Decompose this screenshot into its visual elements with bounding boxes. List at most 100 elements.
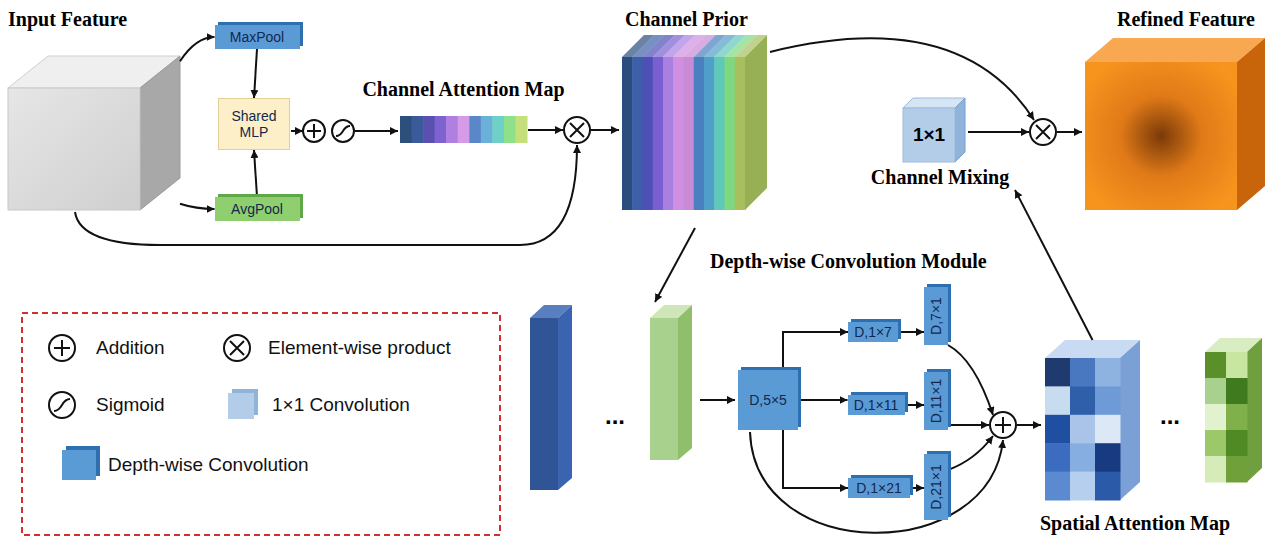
box-label: D,21×1	[928, 464, 944, 510]
map-cell	[1095, 386, 1121, 415]
prior-side	[745, 35, 767, 210]
strip-cell	[458, 116, 470, 143]
module-title: Depth-wise Convolution Module	[710, 250, 987, 273]
connector	[905, 404, 925, 406]
legend-sigmoid-symbol	[49, 392, 75, 418]
input-feature: Input Feature	[8, 55, 180, 210]
prior-stripe	[663, 57, 674, 210]
connector	[254, 150, 257, 197]
depthwise-conv-box: D,21×1	[924, 454, 948, 520]
ellipsis: ...	[1160, 402, 1180, 430]
depthwise-conv-box: D,11×1	[924, 372, 948, 430]
depthwise-conv-box: D,1×21	[848, 478, 910, 498]
connector	[783, 332, 848, 370]
ellipsis: ...	[605, 402, 625, 430]
box-label: D,7×1	[928, 297, 944, 335]
node-heading: Channel Attention Map	[362, 78, 564, 101]
avgpool-box: AvgPool	[215, 197, 300, 221]
legend-label: Sigmoid	[96, 394, 165, 416]
map-cell	[1205, 430, 1227, 457]
strip-cell	[469, 116, 481, 143]
prior-stripe	[735, 57, 746, 210]
prior-stripe	[694, 57, 705, 210]
strip-cell	[400, 116, 412, 143]
prior-stripe	[725, 57, 736, 210]
map-cell	[1070, 386, 1096, 415]
product-symbol	[564, 117, 590, 143]
map-cell	[1205, 404, 1227, 431]
map-cell	[1095, 358, 1121, 387]
map-cell	[1226, 378, 1248, 405]
depthwise-conv-box: D,7×1	[924, 287, 948, 345]
strip-cell	[481, 116, 493, 143]
map-cell	[1226, 352, 1248, 379]
map-cell	[1045, 415, 1071, 444]
map-cell	[1045, 443, 1071, 472]
connector	[798, 399, 848, 401]
channel-prior-cube	[622, 35, 767, 210]
channel-prior: Channel Prior	[622, 35, 767, 210]
prior-stripe	[632, 57, 643, 210]
strip-cell	[423, 116, 435, 143]
map-cell	[1095, 415, 1121, 444]
map-cell	[1205, 352, 1227, 379]
legend-swatch	[228, 393, 254, 419]
map-side	[1120, 340, 1140, 500]
legend-add-symbol	[49, 335, 75, 361]
product-symbol	[1030, 119, 1056, 145]
map-cell	[1095, 472, 1121, 501]
box-label: D,5×5	[749, 392, 787, 408]
box-label: D,1×21	[856, 480, 902, 496]
feature-slices	[530, 305, 692, 490]
conv1x1-cube	[903, 98, 965, 162]
map-cell	[1070, 358, 1096, 387]
refined-cube	[1085, 38, 1265, 210]
strip-cell	[504, 116, 516, 143]
prior-stripe	[714, 57, 725, 210]
map-cell	[1045, 358, 1071, 387]
legend-label: Element-wise product	[268, 337, 451, 359]
box-label: AvgPool	[231, 201, 283, 217]
maxpool-box: MaxPool	[215, 25, 300, 49]
map-cell	[1070, 415, 1096, 444]
box-label: D,11×1	[928, 379, 944, 424]
strip-cell	[412, 116, 424, 143]
channel-mixing-conv: 1×1Channel Mixing	[865, 98, 1015, 190]
connector	[898, 331, 924, 333]
prior-stripe	[622, 57, 633, 210]
box-label: D,1×11	[854, 397, 899, 413]
connector	[180, 37, 215, 61]
spatial-attention-maps	[1045, 338, 1262, 501]
prior-stripe	[684, 57, 695, 210]
strip-cell	[515, 116, 527, 143]
strip-cell	[492, 116, 504, 143]
depthwise-conv-box: D,1×7	[848, 322, 898, 342]
legend-label: Depth-wise Convolution	[108, 454, 309, 476]
box-label: D,1×7	[854, 324, 892, 340]
box-label: Shared MLP	[226, 108, 282, 140]
map-cell	[1205, 378, 1227, 405]
connector	[254, 49, 257, 98]
map-cell	[1226, 404, 1248, 431]
map-cell	[1070, 443, 1096, 472]
conv-size-label: 1×1	[913, 124, 945, 146]
depthwise-conv-box: D,1×11	[848, 395, 905, 415]
connector	[1015, 190, 1093, 340]
channel-attention-strip	[400, 116, 528, 143]
box-label: MaxPool	[230, 29, 284, 45]
node-heading: Input Feature	[8, 8, 127, 31]
map-cell	[1205, 456, 1227, 483]
flow-arrows	[75, 38, 1082, 532]
strip-cell	[446, 116, 458, 143]
map-cell	[1070, 472, 1096, 501]
legend-label: 1×1 Convolution	[272, 394, 410, 416]
channel-attention-map: Channel Attention Map	[400, 116, 527, 143]
add-symbol	[303, 120, 325, 142]
input-cube	[8, 56, 180, 210]
legend-label: Addition	[96, 337, 165, 359]
node-heading: Refined Feature	[1117, 8, 1255, 31]
strip-cell	[435, 116, 447, 143]
depthwise-conv-box: D,5×5	[738, 370, 798, 430]
refined-feature: Refined Feature	[1085, 38, 1265, 210]
map-cell	[1095, 443, 1121, 472]
